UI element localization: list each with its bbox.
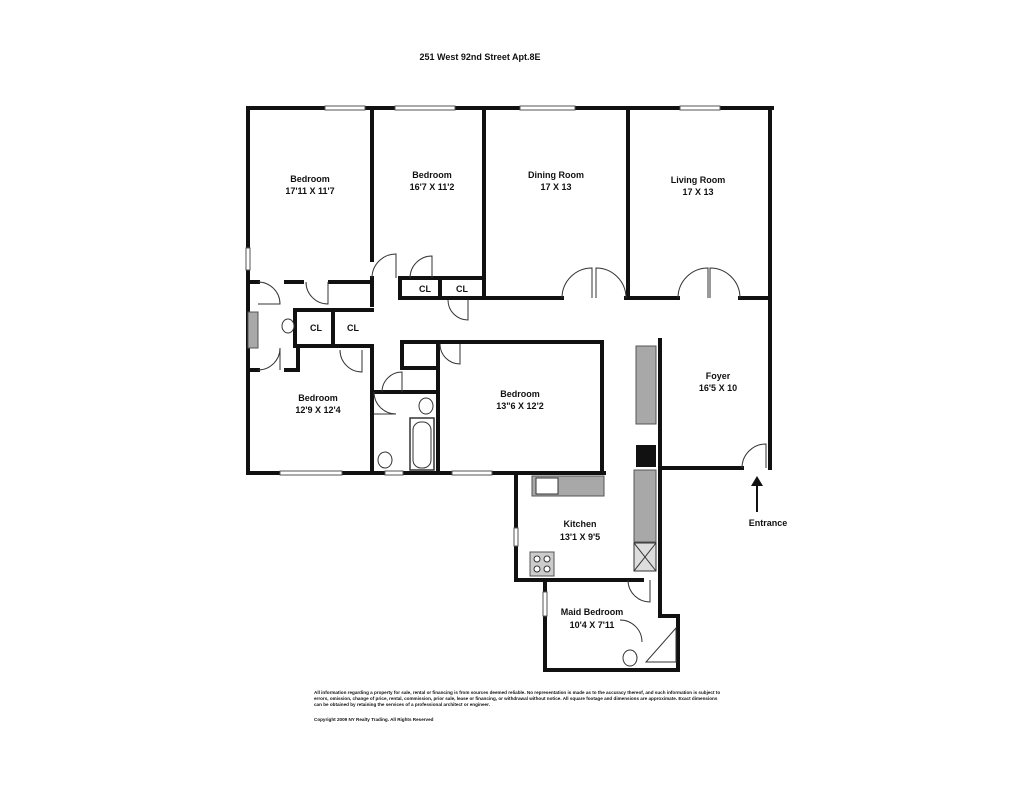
room-name-bedroom-4: Bedroom [500, 389, 540, 399]
room-dims-living-room: 17 X 13 [682, 187, 713, 197]
disclaimer-text: All information regarding a property for… [314, 690, 721, 707]
kitchen-sink-icon [535, 477, 559, 495]
room-name-kitchen: Kitchen [563, 519, 596, 529]
closet-label: CL [419, 284, 431, 294]
room-dims-kitchen: 13'1 X 9'5 [560, 532, 600, 542]
room-name-living-room: Living Room [671, 175, 726, 185]
room-dims-bedroom-2: 16'7 X 11'2 [410, 182, 455, 192]
room-name-bedroom-3: Bedroom [298, 393, 338, 403]
closet-label: CL [347, 323, 359, 333]
plan-title: 251 West 92nd Street Apt.8E [419, 52, 541, 62]
room-name-maid-bedroom: Maid Bedroom [561, 607, 624, 617]
hall-cabinet [635, 345, 657, 425]
room-dims-foyer: 16'5 X 10 [699, 383, 737, 393]
toilet-icon [377, 451, 393, 469]
closet-label: CL [310, 323, 322, 333]
room-name-foyer: Foyer [706, 371, 731, 381]
sink-icon [418, 397, 434, 415]
bath-vanity [247, 311, 259, 349]
room-name-dining-room: Dining Room [528, 170, 584, 180]
sink-icon [281, 318, 295, 334]
kitchen-counter [633, 469, 657, 543]
room-name-bedroom-2: Bedroom [412, 170, 452, 180]
stove [529, 551, 555, 577]
room-name-bedroom-1: Bedroom [290, 174, 330, 184]
column [636, 445, 656, 467]
room-dims-maid-bedroom: 10'4 X 7'11 [570, 620, 615, 630]
closet-label: CL [456, 284, 468, 294]
entrance-label: Entrance [749, 518, 788, 528]
room-dims-bedroom-4: 13"6 X 12'2 [496, 401, 543, 411]
shower-icon [644, 626, 677, 663]
room-dims-bedroom-1: 17'11 X 11'7 [285, 186, 334, 196]
toilet-icon [622, 649, 638, 667]
room-dims-dining-room: 17 X 13 [540, 182, 571, 192]
room-dims-bedroom-3: 12'9 X 12'4 [295, 405, 340, 415]
copyright-text: Copyright 2009 NY Realty Trading. All Ri… [314, 717, 434, 722]
